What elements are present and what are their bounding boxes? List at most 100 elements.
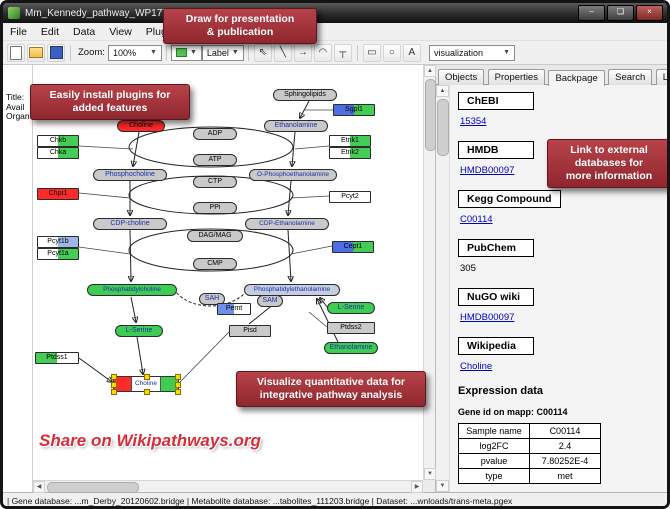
node-phosphatidylethanolamine[interactable]: Phosphatidylethanolamine [244,284,340,296]
pointer-tool-button[interactable]: ⇖ [253,43,272,62]
node-sam[interactable]: SAM [257,295,283,307]
node-etnk1[interactable]: Etnk1 [329,135,371,147]
tab-backpage[interactable]: Backpage [548,70,605,86]
kegg-link[interactable]: C00114 [460,214,493,225]
node-sah[interactable]: SAH [199,293,225,305]
node-etnk2[interactable]: Etnk2 [329,147,371,159]
node-pcyt1b[interactable]: Pcyt1b [37,236,79,248]
selected-metabolite-node[interactable]: Choline [111,374,181,395]
table-cell: type [458,468,530,484]
wikipedia-link[interactable]: Choline [460,361,493,372]
arrow-tool-button[interactable]: → [293,43,312,62]
node-ppi[interactable]: PPi [193,202,237,214]
tab-objects[interactable]: Objects [438,69,485,85]
hmdb-link[interactable]: HMDB00097 [460,165,515,176]
node-atp[interactable]: ATP [193,154,237,166]
node-chpt1[interactable]: Chpt1 [37,188,79,200]
node-adp[interactable]: ADP [193,128,237,140]
node-cmp[interactable]: CMP [193,258,237,270]
chevron-down-icon: ▼ [189,49,197,56]
table-row: type met [458,468,601,484]
menu-edit[interactable]: Edit [40,25,60,38]
node-ptdss1[interactable]: Ptdss1 [35,352,79,364]
node-ethanolamine-top[interactable]: Ethanolamine [264,120,328,132]
node-pisd[interactable]: Pisd [229,325,271,337]
tab-search[interactable]: Search [608,69,653,85]
node-l-serine-right[interactable]: L-Serine [327,302,375,314]
tab-properties[interactable]: Properties [487,69,545,85]
node-chka[interactable]: Chka [37,147,79,159]
node-choline-top[interactable]: Choline [117,120,165,132]
scroll-left-arrow[interactable]: ◀ [33,481,45,493]
node-chkb[interactable]: Chkb [37,135,79,147]
callout-text-line: Draw for presentation [185,13,295,25]
node-phosphatidylcholine[interactable]: Phosphatidylcholine [87,284,177,296]
line-tool-button[interactable]: ╲ [273,43,292,62]
info-availability-label: Avail [6,101,25,112]
canvas-horizontal-scrollbar[interactable]: ◀ ▶ [33,480,423,493]
label-tool-button[interactable]: A [402,43,421,62]
scroll-thumb[interactable] [47,482,139,493]
selection-handle[interactable] [144,389,150,395]
node-pcyt1a[interactable]: Pcyt1a [37,248,79,260]
scroll-down-arrow[interactable]: ▼ [424,468,436,480]
section-header: Wikipedia [458,337,534,355]
node-ctp[interactable]: CTP [193,176,237,188]
selection-handle[interactable] [144,374,150,380]
pathway-canvas[interactable]: Sphingolipids Sgpl1 Choline Ethanolamine… [33,65,423,480]
selection-handle[interactable] [175,382,181,388]
node-phosphocholine[interactable]: Phosphocholine [93,169,167,181]
minimize-button[interactable]: – [578,5,605,21]
scroll-thumb[interactable] [425,79,436,151]
node-cept1[interactable]: Cept1 [332,241,374,253]
arc-tool-button[interactable]: ◠ [313,43,332,62]
datanode-template-combobox[interactable]: ▼ [170,44,202,61]
backpage-section-pubchem: PubChem 305 [458,238,659,274]
selection-handle[interactable] [111,374,117,380]
scroll-up-arrow[interactable]: ▲ [424,65,436,77]
backpage-content: ChEBI 15354 HMDB HMDB00097 Kegg Compound… [450,85,667,492]
tab-legend[interactable]: Legend [655,69,667,85]
menu-data[interactable]: Data [73,25,96,38]
selection-handle[interactable] [111,382,117,388]
oval-tool-button[interactable]: ○ [382,43,401,62]
maximize-button[interactable]: ❏ [607,5,634,21]
chebi-link[interactable]: 15354 [460,116,487,127]
node-pemt[interactable]: Pemt [217,303,251,315]
save-button[interactable] [47,43,65,62]
rectangle-tool-button[interactable]: ▭ [362,43,381,62]
share-wikipathways-text: Share on Wikipathways.org [39,431,261,450]
scroll-up-arrow[interactable]: ▲ [436,85,449,97]
zoom-combobox[interactable]: 100%▼ [107,44,162,61]
selection-handle[interactable] [175,389,181,395]
menu-view[interactable]: View [109,25,132,38]
nugo-link[interactable]: HMDB00097 [460,312,515,323]
node-l-serine-left[interactable]: L-Serine [115,325,163,337]
node-sgpl1[interactable]: Sgpl1 [333,104,375,116]
selection-handle[interactable] [175,374,181,380]
node-ethanolamine-bottom[interactable]: Ethanolamine [324,342,378,354]
node-pcyt2[interactable]: Pcyt2 [329,191,371,203]
canvas-vertical-scrollbar[interactable]: ▲ ▼ [423,65,436,480]
info-title-label: Title: [6,92,25,102]
node-ptdss2[interactable]: Ptdss2 [327,322,375,334]
label-template-combobox[interactable]: Label▼ [201,44,244,61]
scroll-right-arrow[interactable]: ▶ [411,481,423,493]
backpage-scrollbar[interactable]: ▲ ▼ [436,85,450,492]
node-cdp-ethanolamine[interactable]: CDP-Ethanolamine [245,218,329,230]
window-title: Mm_Kennedy_pathway_WP1771_45176.gpml [25,7,232,19]
scroll-thumb[interactable] [437,99,449,156]
close-button[interactable]: × [636,5,663,21]
tbar-tool-button[interactable]: ┬ [333,43,352,62]
visualization-combobox[interactable]: visualization▼ [429,44,515,61]
new-file-button[interactable] [7,43,25,62]
open-button[interactable] [27,43,45,62]
node-o-phosphoethanolamine[interactable]: O-Phosphoethanolamine [249,169,337,181]
node-sphingolipids[interactable]: Sphingolipids [273,89,337,101]
node-dag-mag[interactable]: DAG/MAG [187,230,243,242]
menu-file[interactable]: File [10,25,27,38]
selection-handle[interactable] [111,389,117,395]
node-cdp-choline[interactable]: CDP-choline [93,218,167,230]
table-cell: C00114 [529,423,601,439]
scroll-down-arrow[interactable]: ▼ [436,480,449,492]
